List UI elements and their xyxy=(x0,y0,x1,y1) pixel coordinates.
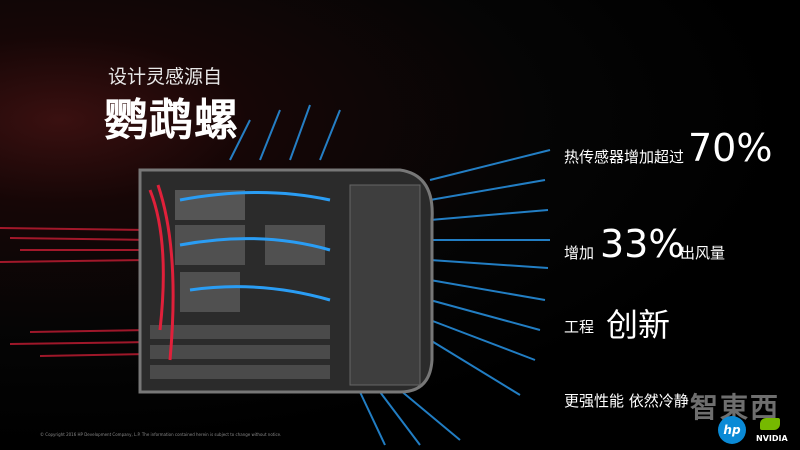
hp-logo: hp xyxy=(718,416,746,444)
nvidia-logo: NVIDIA xyxy=(756,434,788,443)
feature-performance: 更强性能 依然冷静 xyxy=(564,392,689,410)
feature-engineering-value: 创新 xyxy=(606,306,671,344)
feature-engineering-label: 工程 xyxy=(564,318,595,336)
feature-sensors-value: 70% xyxy=(688,126,773,170)
feature-airflow-label: 增加 xyxy=(564,244,595,262)
title: 鹦鹉螺 xyxy=(104,95,239,146)
copyright: © Copyright 2016 HP Development Company,… xyxy=(40,432,282,437)
subtitle: 设计灵感源自 xyxy=(108,66,223,88)
chassis xyxy=(138,168,434,394)
feature-airflow-suffix: 出风量 xyxy=(680,244,726,262)
cool-airflow-lines xyxy=(229,104,551,446)
feature-airflow-value: 33% xyxy=(600,222,685,266)
hot-airflow-lines xyxy=(0,227,151,357)
nvidia-eye-icon xyxy=(760,418,780,430)
feature-sensors-label: 热传感器增加超过 xyxy=(564,148,685,166)
